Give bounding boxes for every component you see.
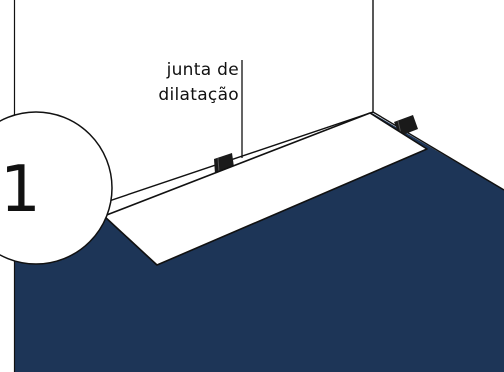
spacer-wedge-left-stripe	[217, 157, 220, 173]
expansion-joint-label-line-1: junta de	[166, 60, 239, 80]
step-badge	[0, 111, 113, 265]
side-wall-baseline	[372, 111, 504, 191]
floor	[14, 113, 504, 372]
step-number: 1	[0, 153, 41, 227]
expansion-joint-label-line-2: dilatação	[158, 85, 239, 105]
floor-board	[103, 112, 428, 266]
expansion-joint-label: junta de dilatação	[158, 58, 239, 108]
